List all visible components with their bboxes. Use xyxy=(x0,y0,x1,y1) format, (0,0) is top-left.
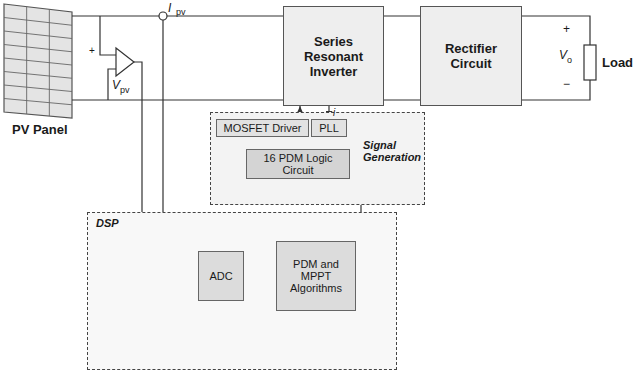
process-box: Series Resonant Inverter xyxy=(283,6,384,106)
adc-box: ADC xyxy=(198,251,244,301)
signal-name: i xyxy=(333,107,335,118)
load-resistor xyxy=(584,45,596,80)
node-label: ADC xyxy=(205,270,236,282)
algorithm-box: PDM and MPPT Algorithms xyxy=(276,241,356,311)
part-name: Load xyxy=(602,55,633,70)
node-label: DSP xyxy=(96,217,136,229)
node-label: Rectifier Circuit xyxy=(421,41,521,71)
connector xyxy=(384,15,420,16)
panel-cell-line xyxy=(4,45,72,52)
panel-frame xyxy=(4,4,72,118)
load-wire xyxy=(518,80,590,100)
pll-box: PLL xyxy=(311,119,347,137)
node-label: MOSFET Driver xyxy=(219,122,305,134)
group-region: Signal Generation MOSFET Driver PLL 16 PDM … xyxy=(210,112,425,205)
load-wire xyxy=(518,16,590,45)
pv-panel xyxy=(4,4,72,118)
polarity-mark: + xyxy=(89,45,95,56)
current-sensor xyxy=(159,12,167,20)
signal-subscript: pv xyxy=(176,7,186,17)
panel-cell-line xyxy=(4,72,72,79)
node-label: Signal Generation xyxy=(363,139,423,163)
signal-subscript: pv xyxy=(120,85,130,95)
signal-name: V xyxy=(112,78,120,92)
vpv-input xyxy=(100,16,116,55)
group-region: DSP ADC PDM and MPPT Algorithms xyxy=(87,212,397,370)
part-name: PV Panel xyxy=(12,122,68,137)
node-label: PDM and MPPT Algorithms xyxy=(277,258,355,294)
process-box: Rectifier Circuit xyxy=(420,6,522,106)
signal-name: I xyxy=(168,1,171,15)
panel-cell-line xyxy=(4,31,72,39)
logic-box: 16 PDM Logic Circuit xyxy=(246,149,350,179)
rail-bottom xyxy=(380,99,420,100)
node-label: PLL xyxy=(315,122,343,134)
polarity-mark: − xyxy=(563,77,570,91)
panel-cell-line xyxy=(4,85,72,92)
polarity-mark: + xyxy=(563,22,570,36)
rail-bottom xyxy=(72,99,283,100)
node-label: Series Resonant Inverter xyxy=(284,34,383,79)
panel-cell-line xyxy=(4,99,72,105)
panel-cell-line xyxy=(4,18,72,26)
node-label: 16 PDM Logic Circuit xyxy=(247,152,349,176)
signal-name: V xyxy=(559,48,567,62)
driver-box: MOSFET Driver xyxy=(216,119,309,137)
sense-amplifier xyxy=(116,48,134,76)
panel-cell-line xyxy=(4,58,72,65)
signal-subscript: o xyxy=(567,55,572,65)
